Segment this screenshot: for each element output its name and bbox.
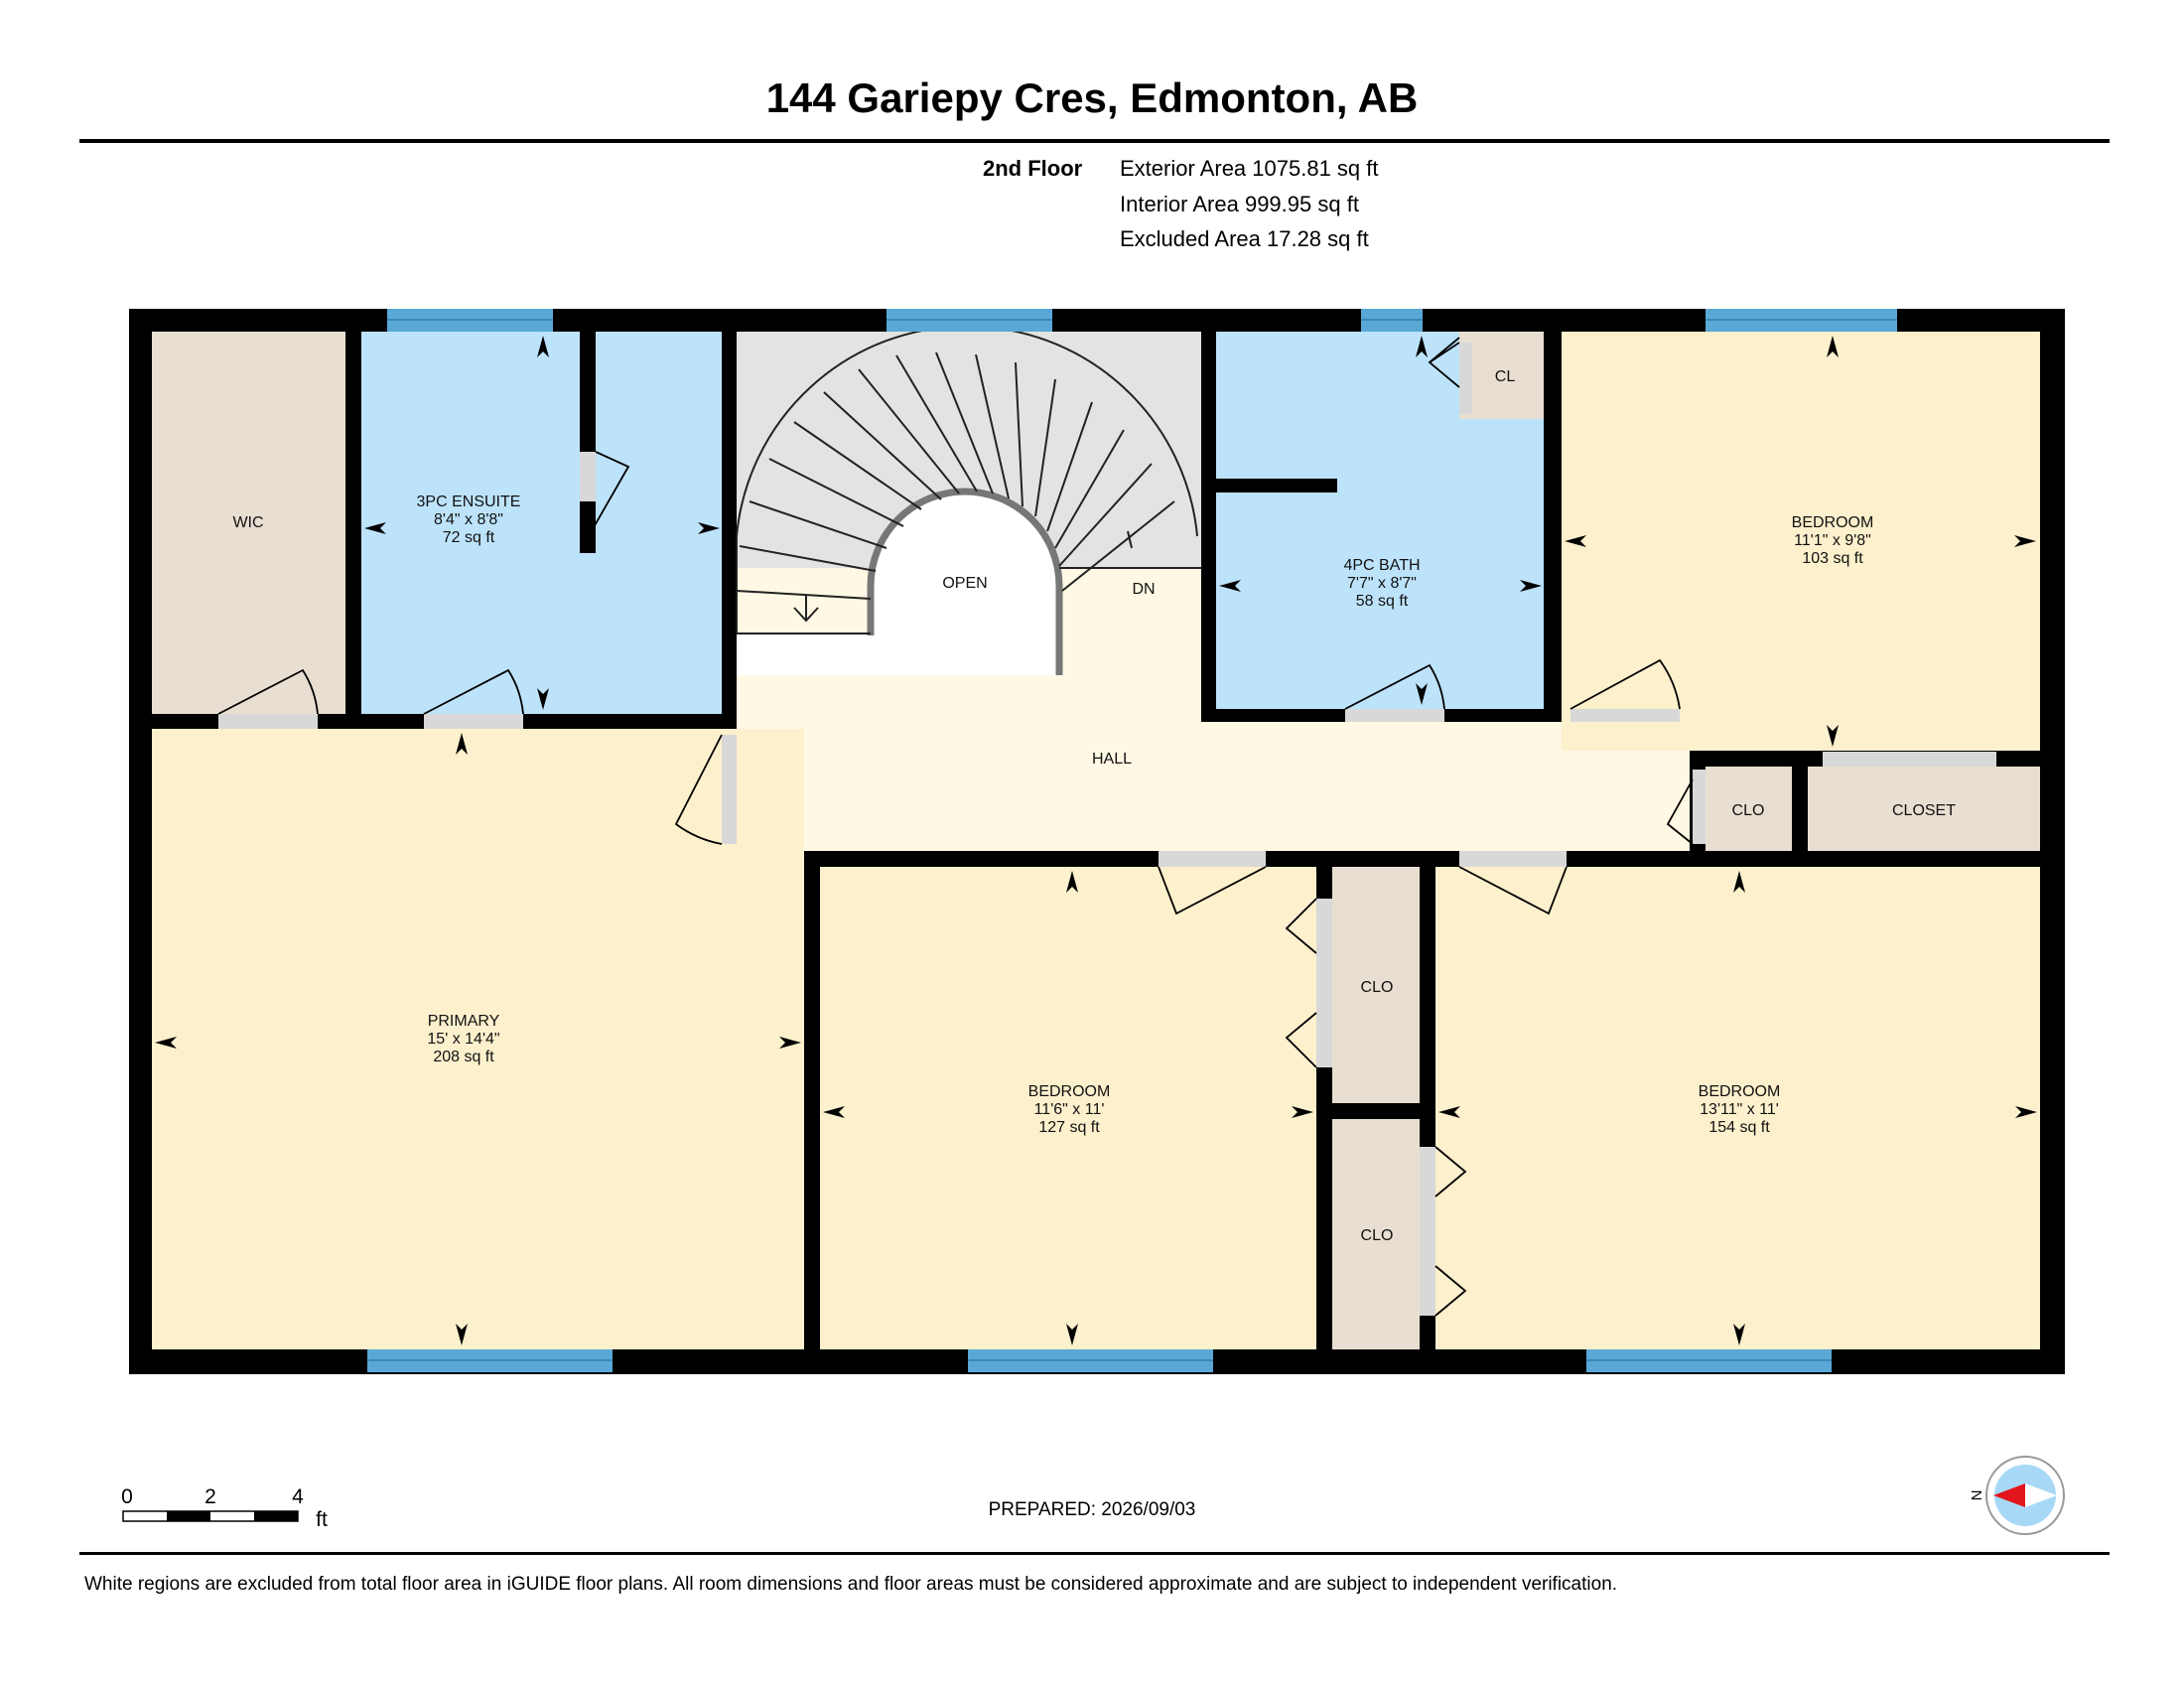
- scale-bar: 0 2 4 ft: [121, 1485, 328, 1531]
- compass-north-label: N: [1969, 1490, 1985, 1501]
- cl-label: CL: [1495, 368, 1516, 385]
- door-thresholds: [218, 343, 1996, 1316]
- stairs: [736, 325, 1201, 634]
- primary-dims: 15' x 14'4": [427, 1031, 499, 1048]
- header-rule: [79, 139, 2110, 143]
- compass-icon: N: [1969, 1456, 2065, 1535]
- room-ensuite[interactable]: [361, 332, 580, 714]
- footer-rule: [79, 1552, 2110, 1555]
- hall-label: HALL: [1092, 751, 1132, 768]
- interior-area: Interior Area 999.95 sq ft: [1120, 192, 1359, 216]
- room-closet[interactable]: [1808, 767, 2040, 851]
- room-bedroom-ne[interactable]: [1562, 332, 2040, 751]
- bedroom-s-name: BEDROOM: [1028, 1083, 1111, 1100]
- room-ensuite-lower: [580, 553, 722, 714]
- bedroom-se-name: BEDROOM: [1699, 1083, 1781, 1100]
- dimension-arrows: [155, 336, 2037, 1345]
- bath4-dims: 7'7" x 8'7": [1347, 575, 1417, 592]
- bedroom-se-dims: 13'11" x 11': [1700, 1101, 1779, 1118]
- bedroom-se-area: 154 sq ft: [1708, 1119, 1770, 1136]
- room-wic[interactable]: [152, 332, 345, 714]
- ensuite-dims: 8'4" x 8'8": [434, 511, 503, 528]
- room-primary[interactable]: [152, 729, 804, 1349]
- bedroom-ne-dims: 11'1" x 9'8": [1794, 532, 1871, 549]
- floor-label: 2nd Floor: [983, 156, 1083, 181]
- room-bedroom-s[interactable]: [820, 867, 1316, 1349]
- clo-hall-label: CLO: [1732, 802, 1765, 819]
- room-cl[interactable]: [1459, 332, 1544, 419]
- bath-wall-stub: [1216, 479, 1337, 492]
- stair-rail: [867, 488, 1063, 675]
- scale-tick-4: 4: [292, 1485, 304, 1508]
- dn-label: DN: [1132, 581, 1155, 598]
- bedroom-s-area: 127 sq ft: [1038, 1119, 1100, 1136]
- room-hall[interactable]: [737, 722, 1690, 851]
- disclaimer: White regions are excluded from total fl…: [84, 1574, 1618, 1595]
- open-label: OPEN: [942, 575, 987, 592]
- excluded-area: Excluded Area 17.28 sq ft: [1120, 226, 1369, 251]
- ensuite-name: 3PC ENSUITE: [417, 493, 521, 510]
- room-clo-hall[interactable]: [1706, 767, 1792, 851]
- ensuite-area: 72 sq ft: [443, 529, 495, 546]
- bedroom-s-dims: 11'6" x 11': [1034, 1101, 1105, 1118]
- closet-label: CLOSET: [1892, 802, 1956, 819]
- room-clo-upper[interactable]: [1332, 867, 1420, 1103]
- door-swings: [217, 337, 1694, 1317]
- room-bedroom-se[interactable]: [1435, 867, 2040, 1349]
- primary-area: 208 sq ft: [433, 1049, 494, 1065]
- wic-label: WIC: [232, 514, 263, 531]
- clo-lower-label: CLO: [1361, 1227, 1394, 1244]
- room-clo-lower[interactable]: [1332, 1119, 1420, 1349]
- open-void: [737, 492, 1059, 675]
- bath4-name: 4PC BATH: [1343, 557, 1420, 574]
- primary-name: PRIMARY: [428, 1013, 500, 1030]
- page-title: 144 Gariepy Cres, Edmonton, AB: [765, 74, 1419, 121]
- window-glass-lines: [367, 319, 1897, 1361]
- clo-upper-label: CLO: [1361, 979, 1394, 996]
- scale-tick-0: 0: [121, 1485, 133, 1508]
- scale-unit: ft: [316, 1508, 328, 1531]
- bedroom-ne-area: 103 sq ft: [1802, 550, 1863, 567]
- scale-tick-2: 2: [205, 1485, 216, 1508]
- exterior-area: Exterior Area 1075.81 sq ft: [1120, 156, 1379, 181]
- prepared-date: PREPARED: 2026/09/03: [988, 1499, 1196, 1520]
- bath4-area: 58 sq ft: [1356, 593, 1409, 610]
- room-ensuite-shower: [596, 332, 722, 553]
- bedroom-ne-name: BEDROOM: [1792, 514, 1874, 531]
